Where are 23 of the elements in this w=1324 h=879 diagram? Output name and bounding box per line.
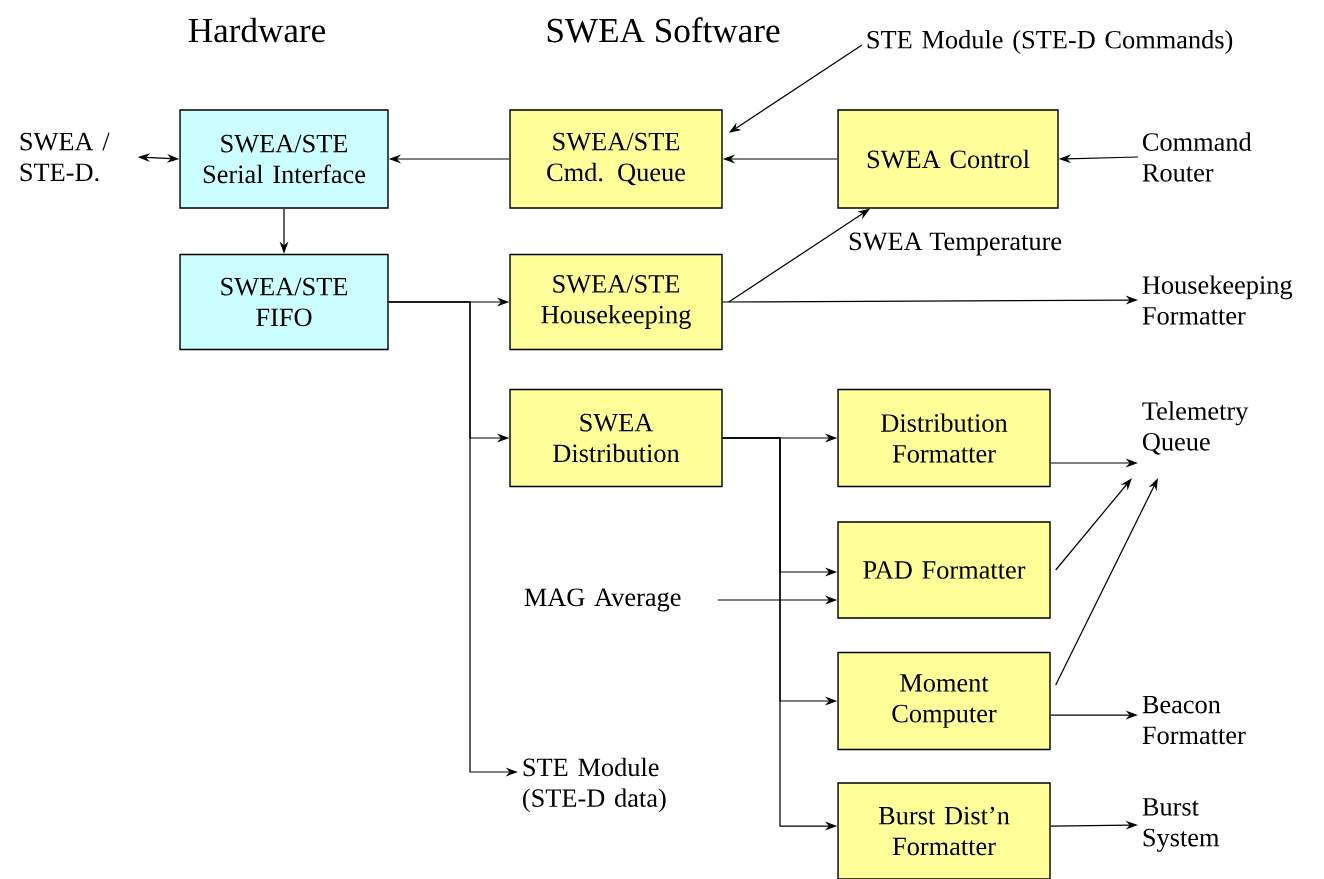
text-label: Command Router [1142, 132, 1252, 182]
text-label: Telemetry Queue [1142, 401, 1249, 455]
edge-label: SWEA Temperature [846, 230, 1064, 258]
arrow [1055, 478, 1132, 571]
process-box: SWEA/STE Cmd. Queue [509, 109, 723, 209]
text-label: Housekeeping Formatter [1142, 275, 1293, 325]
process-box: SWEA Distribution [509, 388, 723, 488]
process-box: SWEA/STE Serial Interface [179, 109, 389, 209]
process-box: Burst Dist’n Formatter [837, 782, 1051, 879]
process-box: SWEA Control [837, 109, 1059, 209]
process-box: SWEA/STE Housekeeping [509, 253, 723, 351]
text-label: Burst System [1142, 798, 1220, 852]
process-box: Distribution Formatter [837, 388, 1051, 488]
text-label: SWEA / STE-D. [20, 132, 110, 182]
text-label: STE Module (STE-D data) [523, 757, 666, 813]
text-label: MAG Average [524, 588, 681, 612]
process-box: Moment Computer [837, 651, 1051, 751]
section-heading: Hardware [188, 17, 326, 43]
text-label: STE Module (STE-D Commands) [867, 30, 1233, 54]
text-label: Beacon Formatter [1142, 695, 1246, 745]
process-box: PAD Formatter [837, 521, 1051, 619]
section-heading: SWEA Software [547, 17, 780, 43]
process-box: SWEA/STE FIFO [179, 253, 389, 351]
